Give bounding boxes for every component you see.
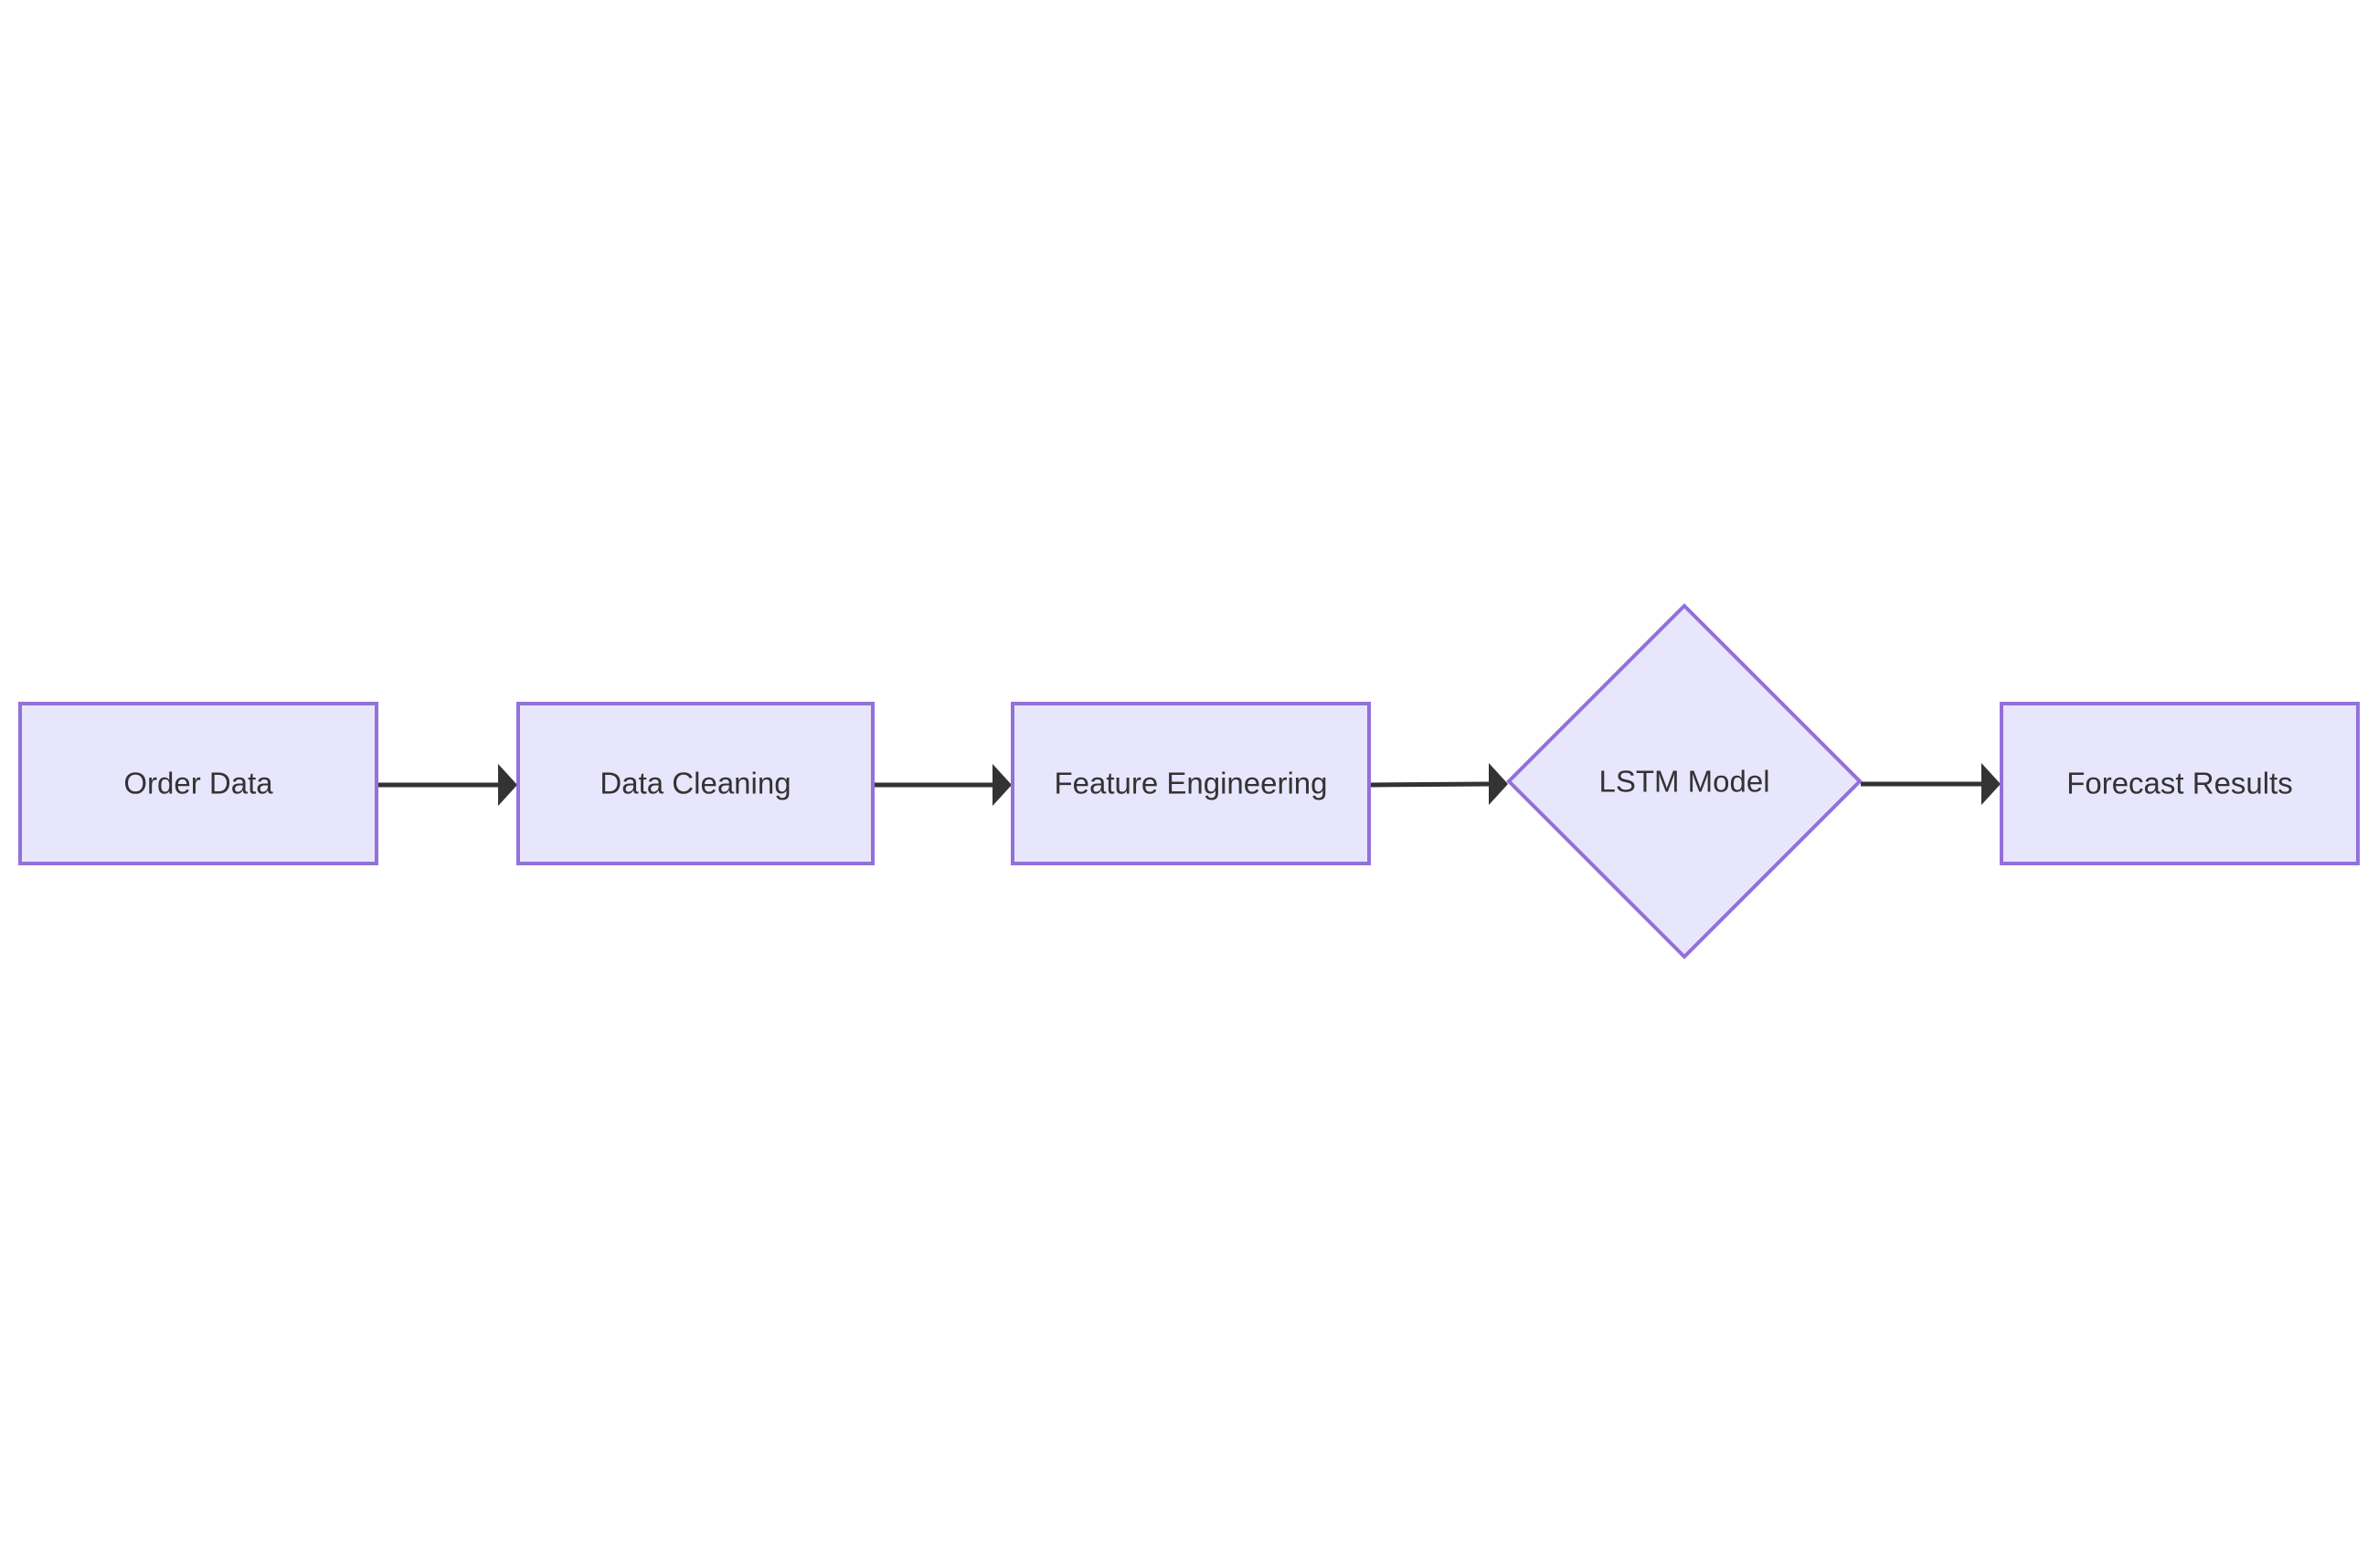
edges-layer	[377, 763, 2001, 806]
nodes-layer: Order Data Data Cleaning Feature Enginee…	[18, 603, 2360, 959]
arrowhead-icon	[498, 764, 517, 806]
node-rect	[18, 702, 378, 865]
node-rect	[1011, 702, 1371, 865]
node-rect	[2000, 702, 2360, 865]
arrowhead-icon	[993, 764, 1012, 806]
node-rect	[516, 702, 875, 865]
edge-lstm-to-forecast[interactable]	[1861, 763, 2001, 805]
node-forecast-results[interactable]: Forecast Results	[2000, 702, 2360, 865]
edge-line	[1369, 781, 1490, 788]
node-diamond	[1506, 603, 1863, 959]
node-order-data[interactable]: Order Data	[18, 702, 378, 865]
node-data-cleaning[interactable]: Data Cleaning	[516, 702, 875, 865]
edge-cleaning-to-feature[interactable]	[874, 764, 1012, 806]
arrowhead-icon	[1489, 763, 1508, 805]
arrowhead-icon	[1981, 763, 2001, 805]
node-feature-engineering[interactable]: Feature Engineering	[1011, 702, 1371, 865]
edge-order-to-cleaning[interactable]	[377, 764, 517, 806]
edge-feature-to-lstm[interactable]	[1369, 763, 1508, 805]
node-lstm-model[interactable]: LSTM Model	[1506, 603, 1863, 959]
